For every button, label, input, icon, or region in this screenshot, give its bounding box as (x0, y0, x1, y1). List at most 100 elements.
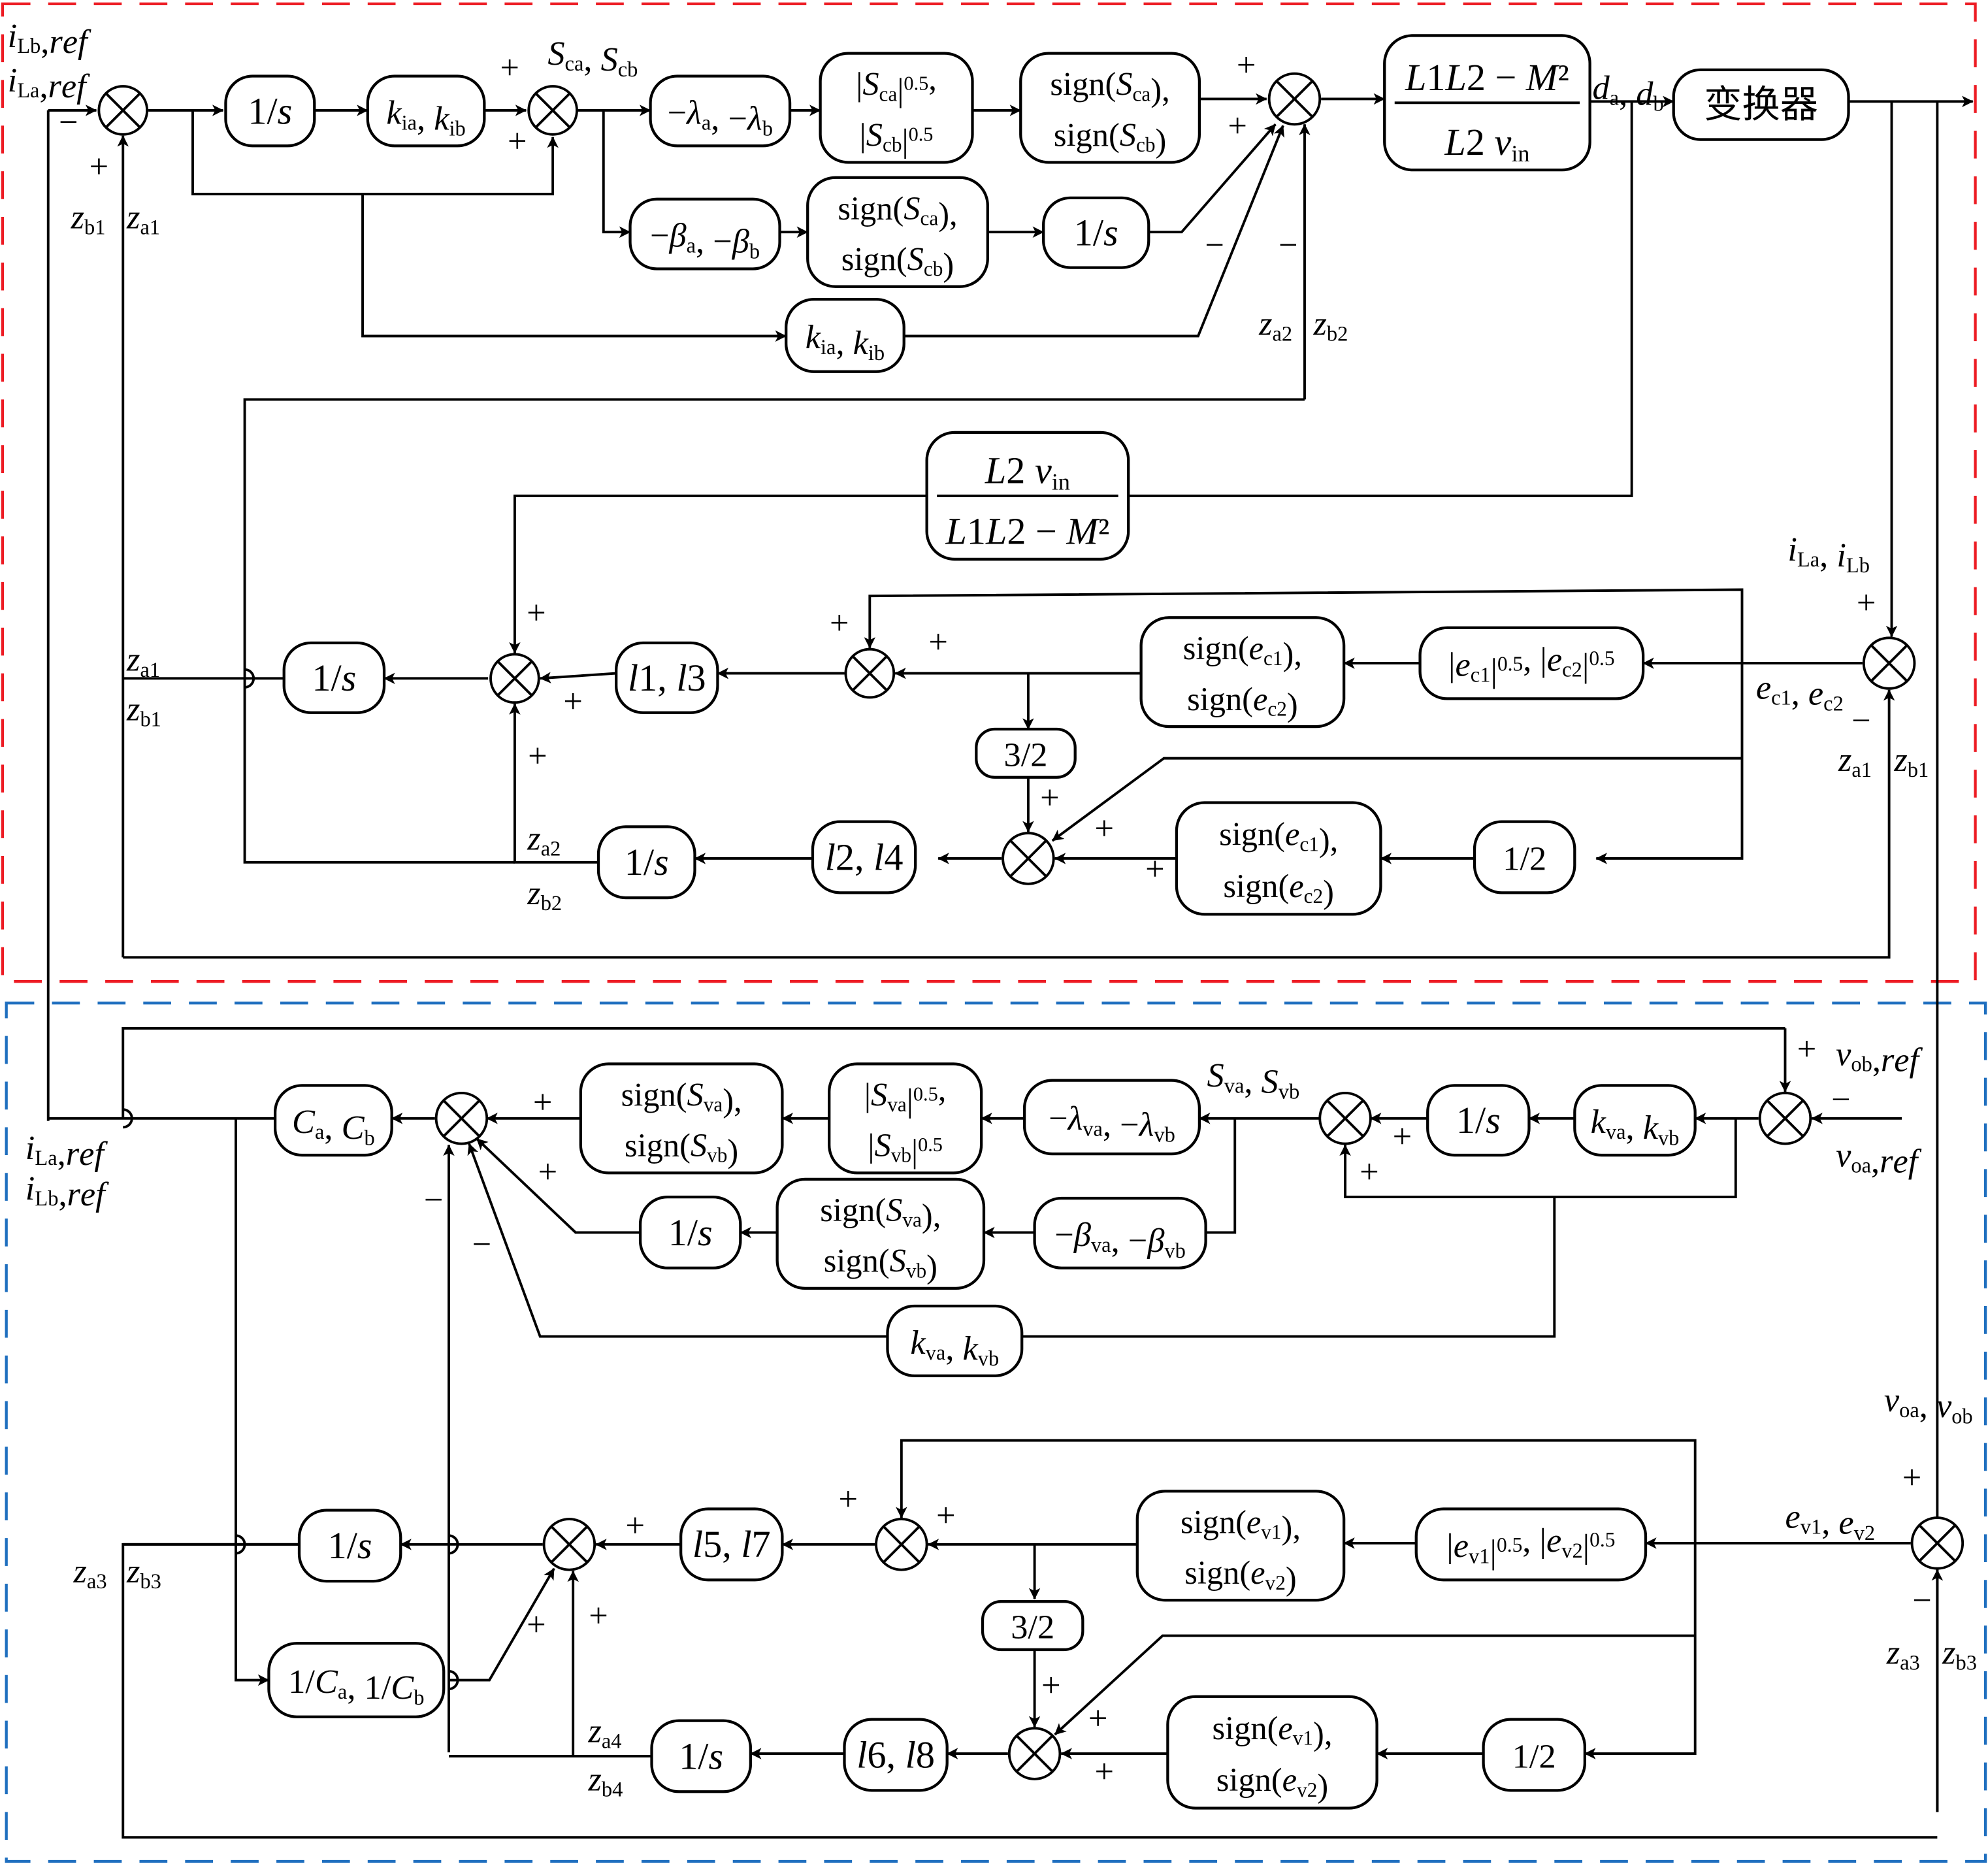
signal-label: zb1 (71, 198, 106, 239)
signal-wire (449, 1567, 555, 1682)
observer-sign-block: sign(ec1),sign(ec2) (1139, 616, 1346, 728)
voltage-integrator-block-2-box (638, 1195, 742, 1269)
inverse-capacitance-block: 1/Ca, 1/Cb (267, 1642, 446, 1718)
integrator-z3-block-text: 1/s (328, 1524, 372, 1567)
cross-mark (1275, 80, 1314, 118)
signal-label: zb2 (1313, 304, 1348, 346)
l5-l7-block-text: l5, l7 (693, 1523, 771, 1565)
gain-kv-block-text: kva, kvb (1591, 1103, 1680, 1150)
lambda-block: −λa, −λb (649, 74, 792, 148)
voltage-sign-block-text: sign(Svb) (625, 1127, 738, 1169)
cross-mark (851, 655, 888, 692)
signal-label: zb1 (126, 690, 161, 731)
minus-sign: − (1912, 1582, 1932, 1620)
integrator-z2-block-box (596, 825, 696, 900)
sum-observer-inner (844, 647, 896, 699)
sign-block-text: sign(Scb) (1054, 116, 1166, 159)
gain-kv-block-2: kva, kvb (886, 1304, 1024, 1377)
voltage-integrator-block-2: 1/s (638, 1195, 742, 1269)
l1-l3-block: l1, l3 (615, 641, 719, 714)
voltage-beta-block-text: −βva, −βvb (1054, 1216, 1186, 1263)
observer-sign-block-2-text: sign(ec1), (1219, 816, 1338, 858)
l5-l7-block-box (679, 1507, 784, 1582)
signal-wire (1128, 101, 1633, 497)
signal-wire (864, 588, 1744, 664)
plus-sign: + (1237, 46, 1256, 84)
signal-label: zb3 (126, 1552, 161, 1594)
wire-crossover (448, 1534, 459, 1555)
sum-z1-dynamics (489, 653, 540, 704)
sum-z3-dynamics (542, 1518, 596, 1571)
integrator-block-text: 1/s (248, 90, 292, 132)
signal-wire (602, 110, 631, 238)
plus-sign: + (626, 1507, 645, 1545)
beta-block-text: −βa, −βb (650, 217, 760, 264)
signal-wire (1595, 663, 1744, 864)
sign-block-box (1019, 52, 1201, 164)
cross-mark (534, 92, 571, 129)
voltage-observer-sign-block-2-text: sign(ev2) (1216, 1761, 1328, 1804)
integrator-z4-block-text: 1/s (679, 1735, 723, 1777)
plus-sign: + (533, 1083, 553, 1121)
three-halves-block: 3/2 (975, 727, 1077, 779)
measured-voltage-label: voa, vob (1884, 1381, 1973, 1428)
sum-current-error (97, 85, 149, 136)
signal-label: za2 (1258, 304, 1292, 346)
cross-mark (1918, 1524, 1957, 1562)
converter-block: 变换器 (1672, 68, 1850, 141)
lambda-block-text: −λa, −λb (668, 93, 773, 140)
minus-sign: − (1279, 226, 1298, 264)
plus-sign: + (527, 594, 546, 632)
sign-block-2-text: sign(Sca), (838, 190, 957, 233)
integrator-z1-block: 1/s (282, 641, 386, 714)
cross-mark (883, 1526, 921, 1563)
gain-kv-block-box (1573, 1084, 1697, 1157)
cross-mark (550, 1526, 589, 1563)
sum-voltage-error (1758, 1092, 1812, 1145)
minus-sign: − (472, 1225, 492, 1263)
l1-l3-block-box (615, 641, 719, 714)
voltage-observer-sign-block-2-text: sign(ev1), (1213, 1710, 1333, 1752)
observer-sign-block-2-text: sign(ec2) (1223, 868, 1334, 910)
voltage-observer-sign-block-text: sign(ev1), (1181, 1503, 1301, 1546)
sign-block-2-box (806, 176, 989, 288)
gain-ki-block-2-box (785, 297, 905, 373)
voltage-observer-abs-block: |ev1|0.5, |ev2|0.5 (1414, 1507, 1648, 1582)
ref-label-ib: iLb,ref (8, 17, 91, 61)
voltage-observer-sign-block-2-box (1166, 1695, 1378, 1810)
voltage-one-half-block-text: 1/2 (1512, 1737, 1556, 1775)
voltage-three-halves-block-box (981, 1600, 1084, 1652)
plus-sign: + (839, 1480, 858, 1518)
integrator-z4-block: 1/s (650, 1719, 753, 1793)
voltage-beta-block: −βva, −βvb (1033, 1196, 1207, 1269)
converter-block-box (1672, 68, 1850, 141)
voltage-one-half-block: 1/2 (1482, 1718, 1586, 1792)
integrator-z2-block: 1/s (596, 825, 696, 900)
signal-wire (1022, 1197, 1556, 1338)
integrator-z4-block-box (650, 1719, 753, 1793)
voltage-sign-block-2-text: sign(Sva), (820, 1192, 941, 1234)
sum-voltage-observer-error (1910, 1516, 1964, 1570)
integrator-block-2: 1/s (1042, 196, 1150, 269)
measured-current-label: iLa, iLb (1787, 531, 1870, 578)
integrator-z1-block-box (282, 641, 386, 714)
sum-current-control (1267, 72, 1322, 126)
beta-block: −βa, −βb (628, 197, 781, 270)
voltage-observer-sign-block-box (1135, 1490, 1346, 1602)
signal-wire (1149, 123, 1277, 234)
signal-label: zb3 (1942, 1633, 1977, 1675)
observer-abs-block: |ec1|0.5, |ec2|0.5 (1418, 626, 1645, 700)
minus-sign: − (59, 103, 78, 141)
plus-sign: + (1040, 779, 1060, 817)
cross-mark (497, 660, 533, 696)
plus-sign: + (1360, 1153, 1379, 1191)
voltage-three-halves-block: 3/2 (981, 1600, 1084, 1652)
sign-block-2-text: sign(Scb) (841, 240, 954, 283)
sum-voltage-observer-inner (875, 1518, 928, 1571)
sum-sliding-surface (527, 85, 578, 136)
abs-sqrt-block: |Sca|0.5,|Scb|0.5 (819, 52, 974, 164)
gain-ki-block-text: kia, kib (386, 93, 465, 140)
l6-l8-block: l6, l8 (843, 1718, 949, 1792)
